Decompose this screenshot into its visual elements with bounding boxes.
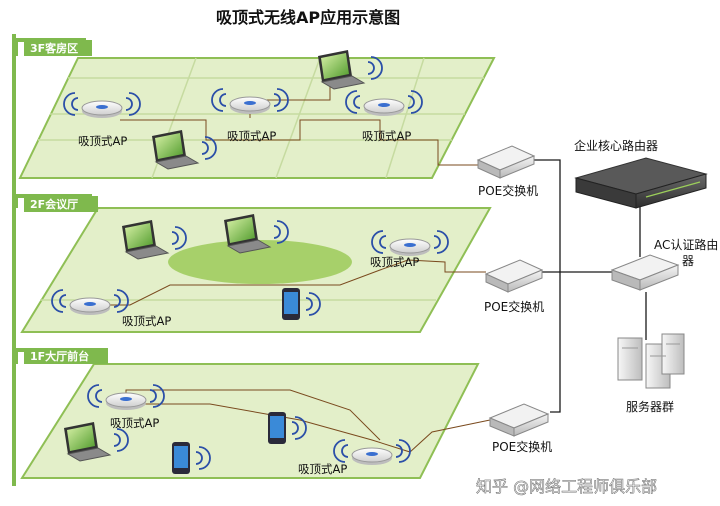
floor-3f-label: 3F客房区	[30, 41, 78, 55]
watermark: 知乎 @网络工程师俱乐部	[476, 477, 657, 496]
ap-3f-1	[63, 92, 141, 118]
poe-switch-1f	[488, 403, 550, 437]
ap-label-1f-1: 吸顶式AP	[110, 416, 159, 430]
ap-label-2f-1: 吸顶式AP	[370, 255, 419, 269]
ap-1f-1	[87, 384, 165, 410]
cable-2f-b	[407, 259, 486, 273]
ap-2f-1	[371, 230, 449, 256]
floor-1f-label: 1F大厅前台	[30, 349, 89, 363]
ap-1f-2	[333, 439, 411, 465]
ap-label-3f-1: 吸顶式AP	[78, 134, 127, 148]
servers-label: 服务器群	[626, 399, 674, 414]
server-cluster	[617, 333, 685, 389]
ap-label-2f-2: 吸顶式AP	[122, 314, 171, 328]
core-router-label: 企业核心路由器	[574, 138, 658, 153]
phone-2f-1	[282, 288, 321, 320]
ac-router-label-1: AC认证路由	[654, 237, 718, 252]
laptop-3f-2	[152, 130, 217, 170]
diagram-title: 吸顶式无线AP应用示意图	[216, 8, 400, 27]
floor-1f-plate	[20, 363, 480, 479]
poe-switch-2f	[484, 259, 544, 293]
phone-1f-2	[268, 412, 307, 444]
floor-3f-tab	[24, 40, 92, 56]
floor-3f-plate	[18, 57, 496, 179]
ap-3f-2	[211, 88, 289, 114]
ap-layer	[51, 88, 449, 465]
poe-switch-3f	[476, 145, 536, 179]
laptop-1f-1	[64, 422, 129, 462]
laptop-2f-2	[224, 214, 289, 254]
ap-label-3f-3: 吸顶式AP	[362, 129, 411, 143]
floor-2f-tab	[24, 196, 98, 212]
core-router	[574, 157, 708, 209]
laptop-3f-1	[318, 50, 383, 90]
floor-1f-tab	[24, 348, 108, 364]
server-3	[661, 333, 685, 375]
trunk-vertical	[532, 159, 561, 413]
ap-label-1f-2: 吸顶式AP	[298, 462, 347, 476]
backbone-links	[532, 159, 647, 413]
cable-2f	[90, 259, 409, 306]
cable-3f	[120, 119, 478, 166]
ap-label-3f-2: 吸顶式AP	[227, 129, 276, 143]
floor-2f-label: 2F会议厅	[30, 197, 78, 211]
ap-2f-2	[51, 289, 129, 315]
ac-router	[610, 254, 680, 291]
poe-switch-2f-label: POE交换机	[484, 299, 544, 314]
laptop-2f-1	[122, 220, 187, 260]
left-vertical-band	[12, 34, 16, 486]
meeting-area-ellipse	[168, 240, 352, 284]
server-1	[617, 337, 643, 381]
poe-switch-3f-label: POE交换机	[478, 183, 538, 198]
poe-switch-1f-label: POE交换机	[492, 439, 552, 454]
ap-3f-3	[345, 90, 423, 116]
device-layer	[64, 50, 383, 474]
ac-router-label-2: 器	[682, 254, 694, 268]
cable-1f	[126, 403, 491, 453]
phone-1f-1	[172, 442, 211, 474]
